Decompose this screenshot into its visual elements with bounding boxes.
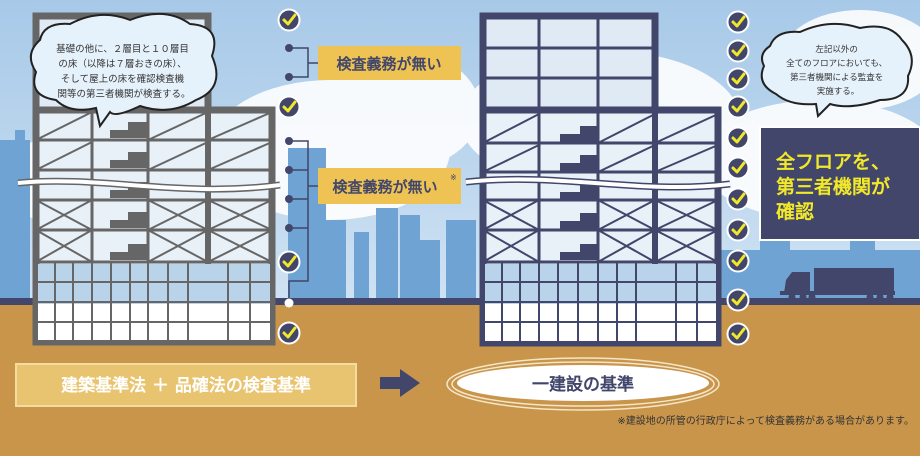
- right-building: [479, 12, 722, 347]
- right-speech-bubble: 左記以外の 全てのフロアにおいても、 第三者機関による監査を 実施する。: [760, 22, 913, 119]
- note-mark: ※: [450, 173, 457, 182]
- highlight-line-2: 第三者機関が: [776, 175, 890, 198]
- svg-text:基礎の他に、２層目と１０層目 の床（以降は７層お: 基礎の他に、２層目と１０層目 の床（以降は７層おきの床）、 そして屋上の床を確認…: [56, 43, 192, 100]
- legal-standard-text: 建築基準法 ＋ 品確法の検査基準: [61, 375, 311, 396]
- no-inspection-label-1: 検査義務が無い: [318, 46, 461, 80]
- no-inspection-text-1: 検査義務が無い: [336, 55, 441, 73]
- right-bubble-line-1: 左記以外の: [815, 44, 858, 55]
- check-circle-icon: [277, 8, 301, 32]
- highlight-line-3: 確認: [776, 200, 814, 223]
- check-circle-icon: [726, 156, 750, 180]
- right-bubble-line-2: 全てのフロアにおいても、: [786, 58, 887, 69]
- check-circle-icon: [726, 187, 750, 211]
- no-inspection-text-2: 検査義務が無い: [332, 178, 437, 196]
- check-circle-icon: [726, 249, 750, 273]
- right-bubble-line-4: 実施する。: [817, 86, 860, 97]
- check-circle-icon: [726, 67, 750, 91]
- ground-line: [0, 298, 920, 305]
- svg-text:全フロアを、 第三者機関が 確認: 全フロアを、 第三者機関が 確認: [775, 150, 897, 223]
- all-floors-highlight-box: 全フロアを、 第三者機関が 確認: [759, 126, 920, 241]
- check-circle-icon: [726, 322, 750, 346]
- left-speech-bubble: 基礎の他に、２層目と１０層目 の床（以降は７層おきの床）、 そして屋上の床を確認…: [29, 12, 218, 129]
- legal-standard-box: 建築基準法 ＋ 品確法の検査基準: [15, 363, 357, 407]
- company-standard-ellipse: 一建設の基準: [446, 357, 720, 411]
- truck-icon: [780, 268, 895, 301]
- left-bubble-line-1: 基礎の他に、２層目と１０層目: [56, 43, 189, 55]
- check-circle-icon: [726, 95, 750, 119]
- check-circle-icon: [726, 218, 750, 242]
- footnote: ※建設地の所管の行政庁によって検査義務がある場合があります。: [617, 414, 914, 427]
- check-circle-icon: [277, 95, 301, 119]
- left-bubble-line-3: そして屋上の床を確認検査機: [61, 73, 185, 85]
- left-bubble-line-2: の床（以降は７層おきの床）、: [58, 58, 186, 70]
- left-bubble-line-4: 関等の第三者機関が検査する。: [57, 88, 190, 100]
- svg-text:左記以外の 全てのフロアにおいても、: 左記以外の 全てのフロアにおいても、 第三者機関による監査を 実施する。: [786, 44, 890, 97]
- arrow-right-icon: [380, 369, 420, 397]
- highlight-line-1: 全フロアを、: [775, 150, 890, 173]
- right-bubble-line-3: 第三者機関による監査を: [790, 72, 883, 83]
- check-circle-icon: [726, 126, 750, 150]
- company-standard-text: 一建設の基準: [532, 374, 634, 395]
- check-circle-icon: [277, 321, 301, 345]
- check-circle-icon: [277, 250, 301, 274]
- no-inspection-label-2: 検査義務が無い ※: [318, 168, 461, 204]
- check-circle-icon: [726, 10, 750, 34]
- check-circle-icon: [726, 39, 750, 63]
- left-dots: [284, 44, 294, 308]
- check-circle-icon: [726, 288, 750, 312]
